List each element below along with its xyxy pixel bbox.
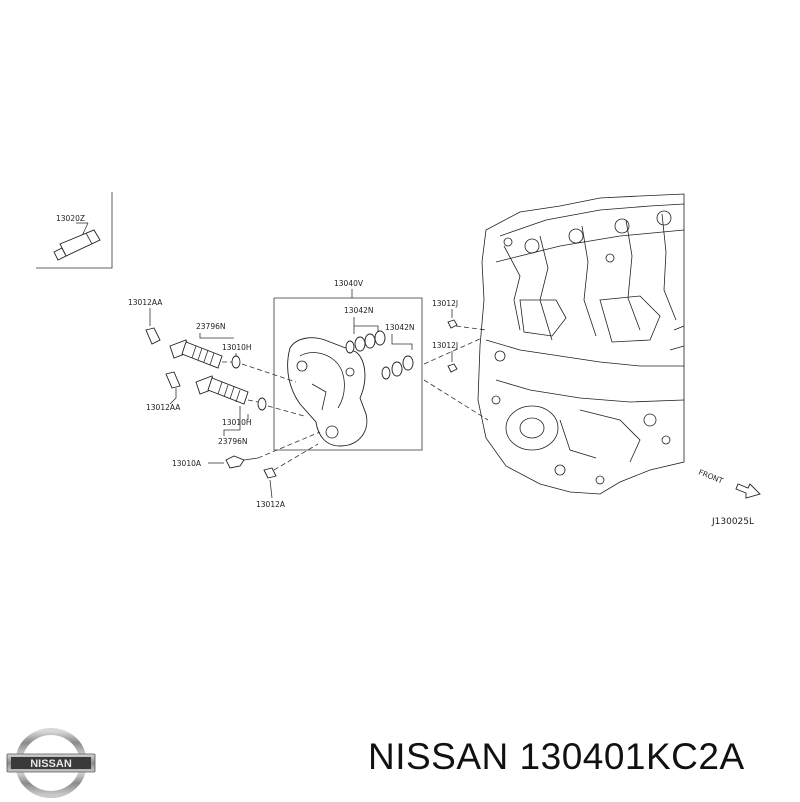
bolt-13012aa-bot: 13012AA — [146, 371, 181, 412]
front-arrow-icon — [735, 483, 761, 499]
label-13010a: 13010A — [172, 459, 202, 468]
part-caption: NISSAN 130401KC2A — [368, 736, 745, 777]
label-13020z: 13020Z — [56, 214, 85, 223]
seals-13042n-a: 13042N — [344, 306, 386, 354]
bolt-13012a: 13012A — [256, 443, 319, 509]
label-13042n-a: 13042N — [344, 306, 373, 315]
front-label: FRONT — [697, 468, 725, 486]
label-13012aa-top: 13012AA — [128, 298, 163, 307]
solenoid-23796n-bot: 13010H 23796N — [195, 375, 305, 446]
nissan-logo: NISSAN — [6, 727, 96, 799]
bolt-13010a: 13010A — [172, 431, 321, 469]
label-13012j-a: 13012J — [432, 299, 458, 308]
seals-13042n-b: 13042N — [381, 323, 414, 380]
nissan-logo-text: NISSAN — [30, 758, 72, 770]
label-23796n-top: 23796N — [196, 322, 225, 331]
label-13012j-b: 13012J — [432, 341, 458, 350]
solenoid-23796n-top: 23796N 13010H — [169, 322, 297, 383]
bolt-13012aa-top: 13012AA — [128, 298, 163, 345]
label-13012a: 13012A — [256, 500, 286, 509]
label-13012aa-bot: 13012AA — [146, 403, 181, 412]
bolt-13012j-a: 13012J — [432, 299, 458, 329]
label-13040v: 13040V — [334, 279, 364, 288]
bracket-13040v: 13040V — [273, 279, 423, 451]
diagram-code: J130025L — [711, 517, 754, 527]
bolt-13012j-b: 13012J — [432, 341, 458, 373]
front-indicator: FRONT — [697, 468, 761, 499]
label-13010h-top: 13010H — [222, 343, 252, 352]
engine-block — [477, 193, 685, 495]
label-13010h-bot: 13010H — [222, 418, 252, 427]
label-13042n-b: 13042N — [385, 323, 414, 332]
timing-cover — [287, 337, 368, 447]
label-23796n-bot: 23796N — [218, 437, 247, 446]
part-13020z-group: 13020Z — [36, 192, 113, 269]
part-13020z-tube — [53, 229, 101, 261]
